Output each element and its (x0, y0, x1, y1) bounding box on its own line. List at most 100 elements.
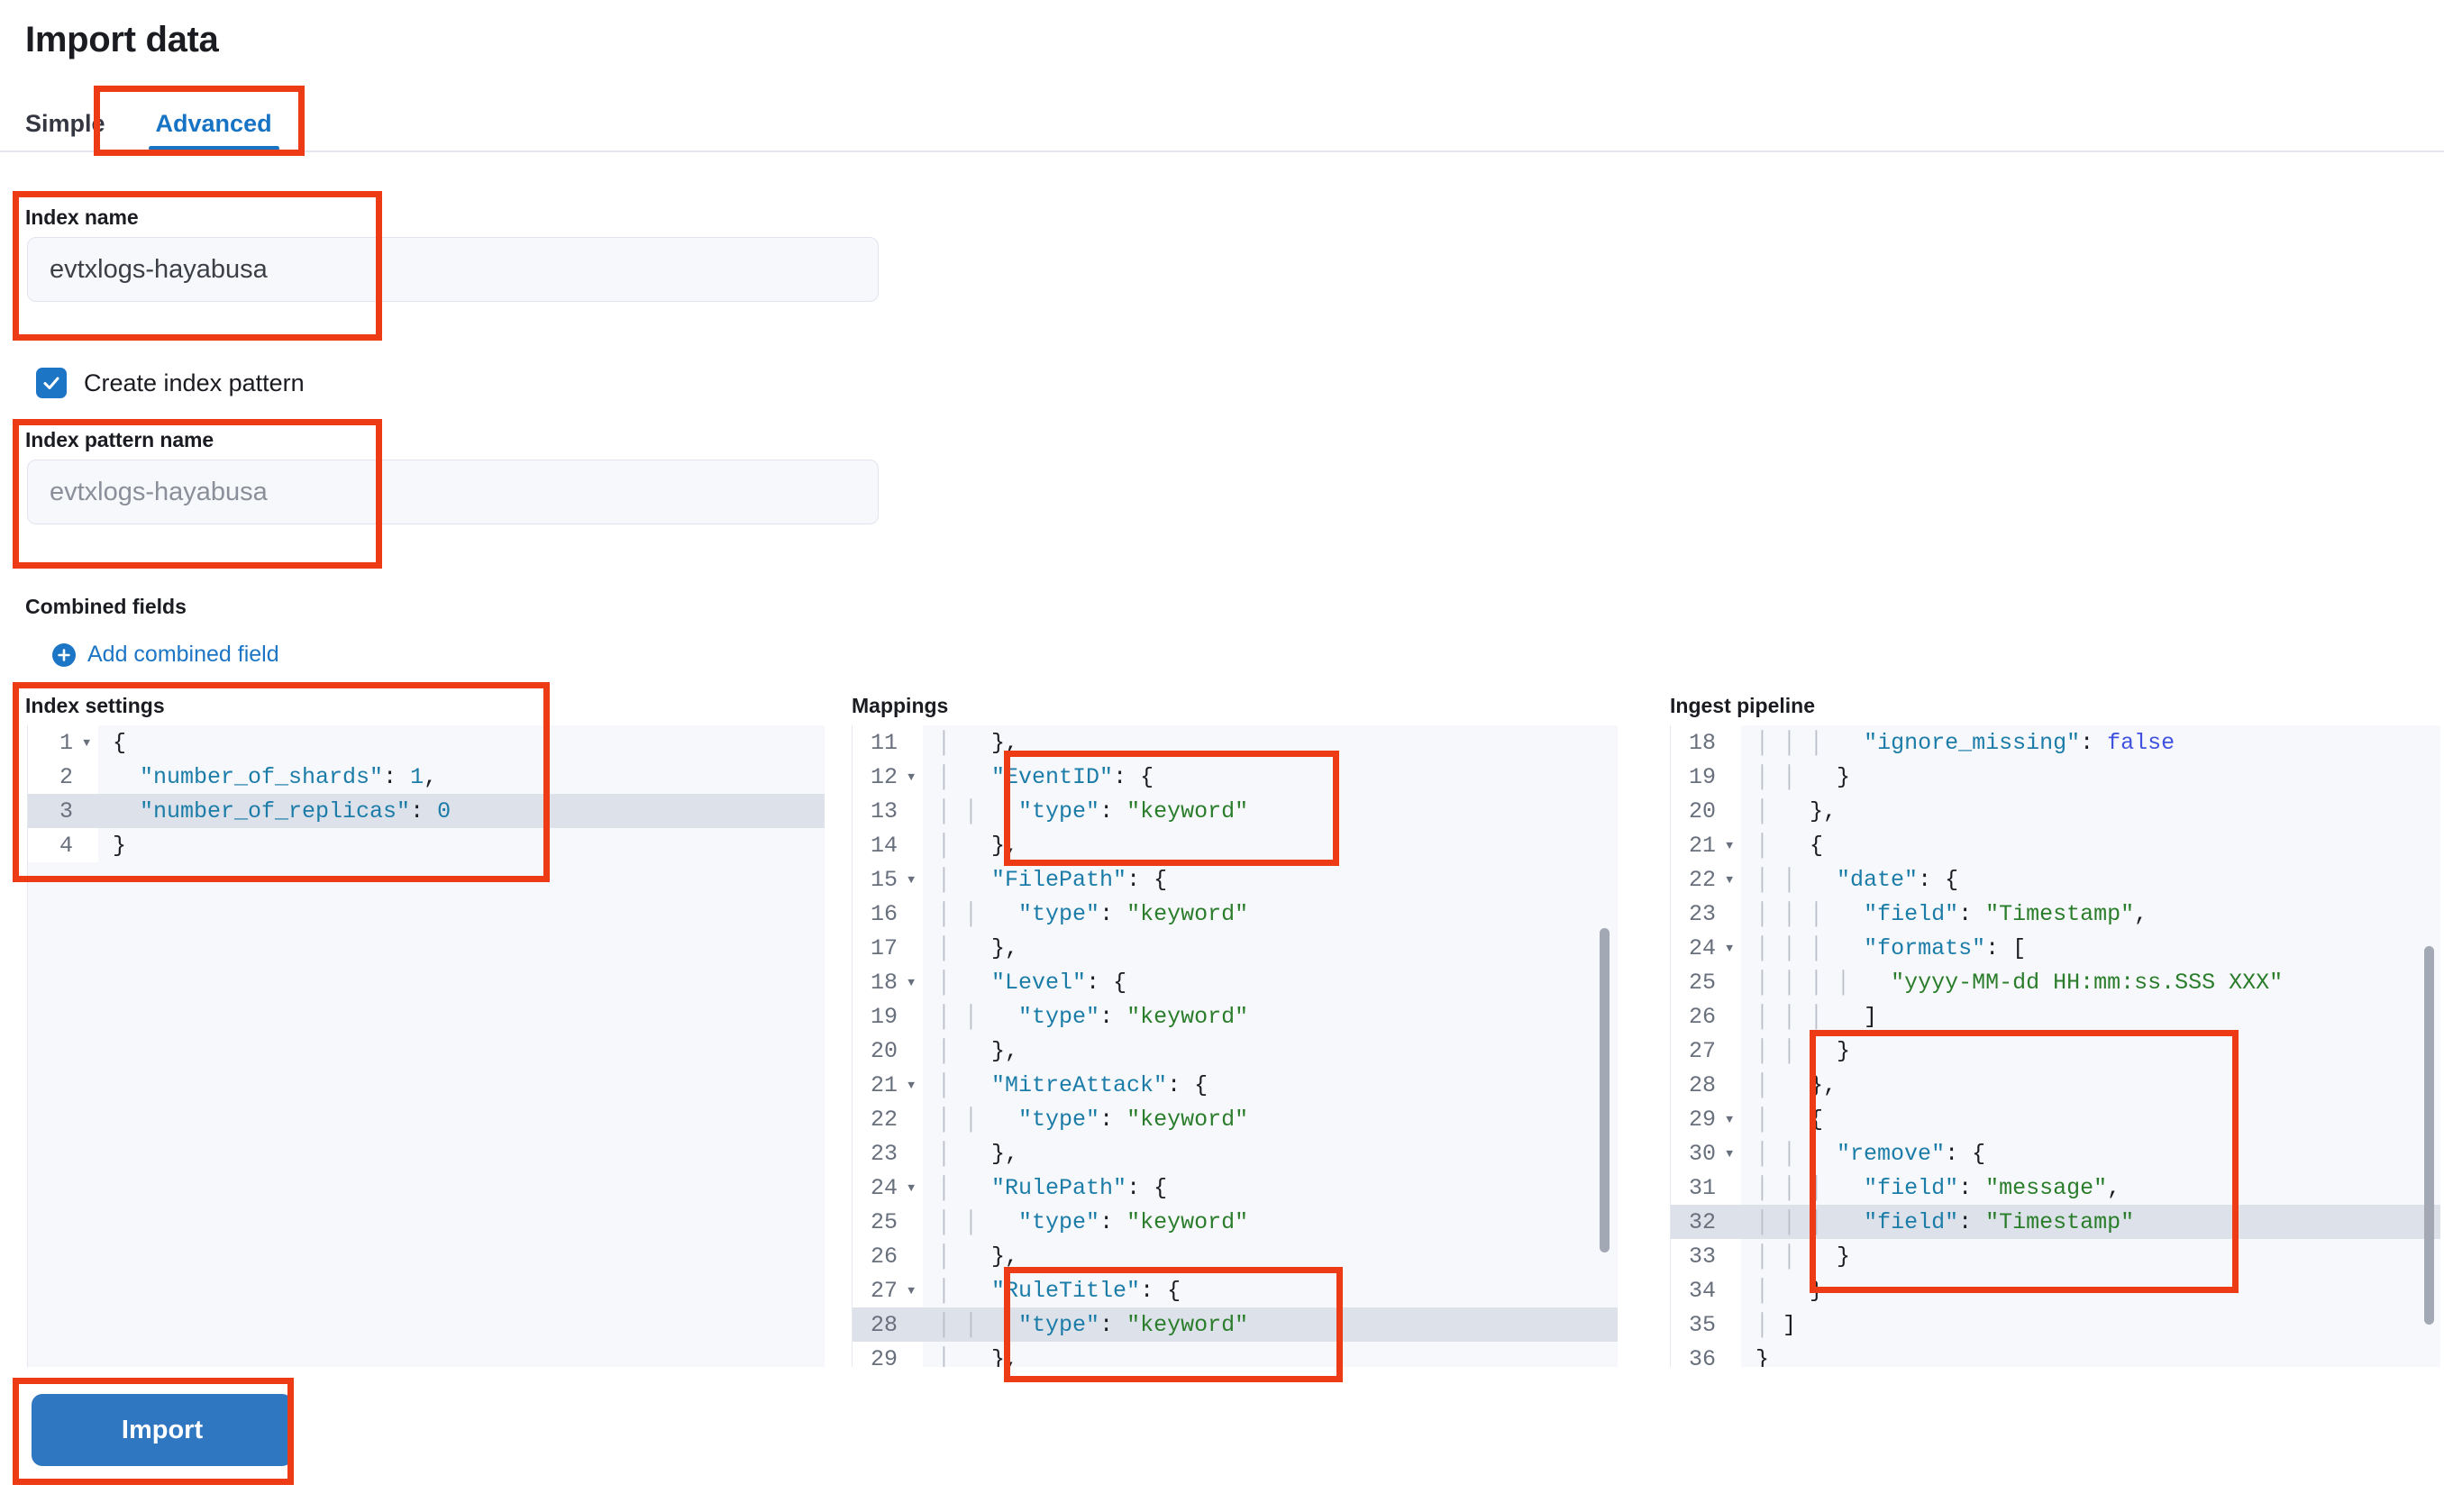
code-line[interactable]: 19│ │ } (1671, 760, 2440, 794)
fold-arrow-icon[interactable]: ▼ (83, 735, 90, 750)
fold-arrow-icon[interactable]: ▼ (907, 1078, 915, 1092)
code-line[interactable]: 15▼│ "FilePath": { (853, 862, 1618, 897)
mappings-scrollbar[interactable] (1600, 928, 1610, 1252)
fold-arrow-icon[interactable]: ▼ (1726, 941, 1733, 955)
code-line[interactable]: 25 │ │ "type": "keyword" (853, 1205, 1618, 1239)
line-number: 22 (853, 1102, 923, 1136)
page-title: Import data (25, 20, 219, 59)
code-line[interactable]: 18▼│ "Level": { (853, 965, 1618, 999)
code-line[interactable]: 3 "number_of_replicas": 0 (28, 794, 825, 828)
code-line[interactable]: 28│ }, (1671, 1068, 2440, 1102)
ingest-pipeline-title: Ingest pipeline (1670, 694, 1816, 717)
code-line[interactable]: 19│ │ "type": "keyword" (853, 999, 1618, 1034)
fold-arrow-icon[interactable]: ▼ (1726, 838, 1733, 852)
fold-arrow-icon[interactable]: ▼ (907, 770, 915, 784)
index-settings-editor[interactable]: 1▼{2 "number_of_shards": 1,3 "number_of_… (27, 725, 825, 1367)
code-line[interactable]: 26│ }, (853, 1239, 1618, 1273)
line-number: 34 (1671, 1273, 1741, 1307)
line-number: 18▼ (853, 965, 923, 999)
line-number: 24▼ (1671, 931, 1741, 965)
code-line[interactable]: 32 │ │ │ "field": "Timestamp" (1671, 1205, 2440, 1239)
plus-icon (52, 642, 76, 667)
code-line[interactable]: 1▼{ (28, 725, 825, 760)
code-line[interactable]: 11│ }, (853, 725, 1618, 760)
fold-arrow-icon[interactable]: ▼ (1726, 872, 1733, 887)
code-line[interactable]: 12▼│ "EventID": { (853, 760, 1618, 794)
line-number: 29 (853, 1342, 923, 1367)
line-number: 24▼ (853, 1170, 923, 1205)
code-line[interactable]: 35│ ] (1671, 1307, 2440, 1342)
code-line[interactable]: 21▼│ { (1671, 828, 2440, 862)
code-text: │ "EventID": { (937, 763, 1154, 790)
code-text: │ "RulePath": { (937, 1174, 1168, 1201)
code-line[interactable]: 14│ }, (853, 828, 1618, 862)
code-line[interactable]: 4} (28, 828, 825, 862)
code-line[interactable]: 22▼│ │ "date": { (1671, 862, 2440, 897)
code-text: │ │ │ "field": "Timestamp" (1755, 1208, 2135, 1235)
line-number: 25 (853, 1205, 923, 1239)
code-line[interactable]: 17│ }, (853, 931, 1618, 965)
tab-simple[interactable]: Simple (25, 110, 105, 137)
code-text: │ │ } (1755, 1037, 1851, 1064)
code-line[interactable]: 34 │ } (1671, 1273, 2440, 1307)
code-text: │ │ │ "field": "message", (1755, 1174, 2121, 1201)
fold-arrow-icon[interactable]: ▼ (907, 975, 915, 989)
line-number: 31 (1671, 1170, 1741, 1205)
code-line[interactable]: 13│ │ "type": "keyword" (853, 794, 1618, 828)
code-line[interactable]: 16│ │ "type": "keyword" (853, 897, 1618, 931)
create-index-pattern-row[interactable]: Create index pattern (36, 368, 305, 398)
code-line[interactable]: 29▼│ { (1671, 1102, 2440, 1136)
code-text: │ "RuleTitle": { (937, 1277, 1181, 1304)
mappings-editor[interactable]: 11│ },12▼│ "EventID": {13│ │ "type": "ke… (852, 725, 1618, 1367)
code-line[interactable]: 2 "number_of_shards": 1, (28, 760, 825, 794)
checkbox-checked-icon[interactable] (36, 368, 67, 398)
code-line[interactable]: 20│ }, (1671, 794, 2440, 828)
index-name-label: Index name (25, 205, 139, 229)
code-line[interactable]: 18│ │ │ "ignore_missing": false (1671, 725, 2440, 760)
code-line[interactable]: 29 │ }, (853, 1342, 1618, 1367)
code-text: │ │ "type": "keyword" (937, 1208, 1249, 1235)
code-text: │ │ } (1755, 1243, 1851, 1270)
line-number: 20 (1671, 794, 1741, 828)
code-line[interactable]: 25│ │ │ │ "yyyy-MM-dd HH:mm:ss.SSS XXX" (1671, 965, 2440, 999)
code-line[interactable]: 27▼│ "RuleTitle": { (853, 1273, 1618, 1307)
code-line[interactable]: 23│ │ │ "field": "Timestamp", (1671, 897, 2440, 931)
fold-arrow-icon[interactable]: ▼ (907, 872, 915, 887)
code-line[interactable]: 26│ │ │ ] (1671, 999, 2440, 1034)
fold-arrow-icon[interactable]: ▼ (1726, 1146, 1733, 1161)
index-name-input[interactable]: evtxlogs-hayabusa (27, 237, 879, 302)
code-line[interactable]: 33 │ │ } (1671, 1239, 2440, 1273)
line-number: 29▼ (1671, 1102, 1741, 1136)
line-number: 32 (1671, 1205, 1741, 1239)
line-number: 33 (1671, 1239, 1741, 1273)
import-button[interactable]: Import (32, 1394, 293, 1466)
code-line[interactable]: 27│ │ } (1671, 1034, 2440, 1068)
add-combined-field-button[interactable]: Add combined field (52, 642, 279, 668)
line-number: 14 (853, 828, 923, 862)
code-line[interactable]: 20│ }, (853, 1034, 1618, 1068)
ingest-pipeline-scrollbar[interactable] (2424, 946, 2434, 1325)
code-line[interactable]: 23│ }, (853, 1136, 1618, 1170)
code-line[interactable]: 21▼│ "MitreAttack": { (853, 1068, 1618, 1102)
fold-arrow-icon[interactable]: ▼ (1726, 1112, 1733, 1126)
mappings-title: Mappings (852, 694, 949, 717)
code-line[interactable]: 22│ │ "type": "keyword" (853, 1102, 1618, 1136)
index-settings-title: Index settings (25, 694, 165, 717)
fold-arrow-icon[interactable]: ▼ (907, 1180, 915, 1195)
add-combined-field-label: Add combined field (87, 642, 279, 667)
create-index-pattern-label: Create index pattern (84, 369, 305, 396)
code-line[interactable]: 30▼│ │ "remove": { (1671, 1136, 2440, 1170)
code-line[interactable]: 31 │ │ │ "field": "message", (1671, 1170, 2440, 1205)
code-text: │ }, (937, 1345, 1019, 1368)
fold-arrow-icon[interactable]: ▼ (907, 1283, 915, 1298)
index-pattern-name-input[interactable]: evtxlogs-hayabusa (27, 460, 879, 524)
code-line[interactable]: 24▼ │ "RulePath": { (853, 1170, 1618, 1205)
code-line[interactable]: 28│ │ "type": "keyword" (853, 1307, 1618, 1342)
code-line[interactable]: 24▼│ │ │ "formats": [ (1671, 931, 2440, 965)
code-line[interactable]: 36} (1671, 1342, 2440, 1367)
code-text: { (113, 729, 127, 756)
tab-divider (0, 150, 2444, 152)
tab-advanced[interactable]: Advanced (131, 112, 297, 150)
code-text: │ } (1755, 1277, 1824, 1304)
